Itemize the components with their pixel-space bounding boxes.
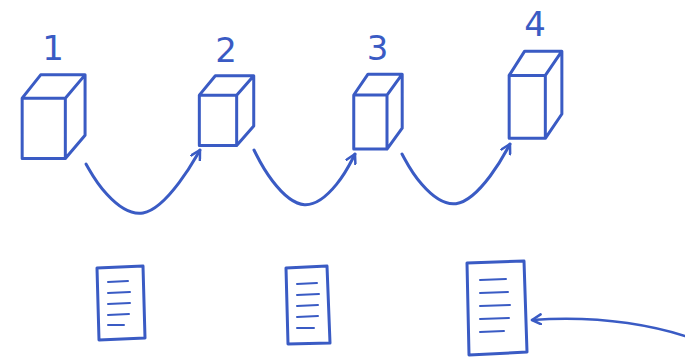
- document-icon: [286, 266, 330, 344]
- cube-outline: [199, 76, 253, 146]
- cube-node: 4: [504, 4, 566, 144]
- document-icon: [467, 261, 527, 355]
- curved-arrow: [254, 150, 355, 205]
- cube-outline: [354, 74, 402, 149]
- cube-drawing: [194, 70, 258, 150]
- document-lines: [297, 283, 319, 328]
- document-outline: [97, 266, 145, 340]
- document-lines: [480, 279, 510, 332]
- pointer-arrow: [532, 319, 685, 336]
- cube-node: 3: [349, 28, 406, 154]
- cube-drawing: [349, 68, 406, 154]
- cube-drawing: [504, 44, 566, 144]
- cube-drawing: [16, 68, 90, 164]
- document-icon: [97, 266, 145, 340]
- document-outline: [286, 266, 330, 344]
- cube-shape: [194, 70, 258, 150]
- cube-node: 1: [16, 28, 90, 164]
- curved-arrow: [402, 144, 510, 204]
- cube-number: 4: [504, 4, 566, 44]
- cube-shape: [16, 68, 90, 164]
- connector-group: [86, 144, 510, 213]
- cube-outline: [509, 51, 562, 138]
- cube-node: 2: [194, 30, 258, 150]
- document-lines: [108, 281, 130, 325]
- cube-number: 3: [349, 28, 406, 68]
- cube-shape: [349, 68, 406, 154]
- cube-outline: [22, 75, 85, 159]
- cube-shape: [504, 44, 566, 144]
- cube-number: 1: [16, 28, 90, 68]
- document-outline: [467, 261, 527, 355]
- cube-number: 2: [194, 30, 258, 70]
- curved-arrow: [86, 150, 200, 213]
